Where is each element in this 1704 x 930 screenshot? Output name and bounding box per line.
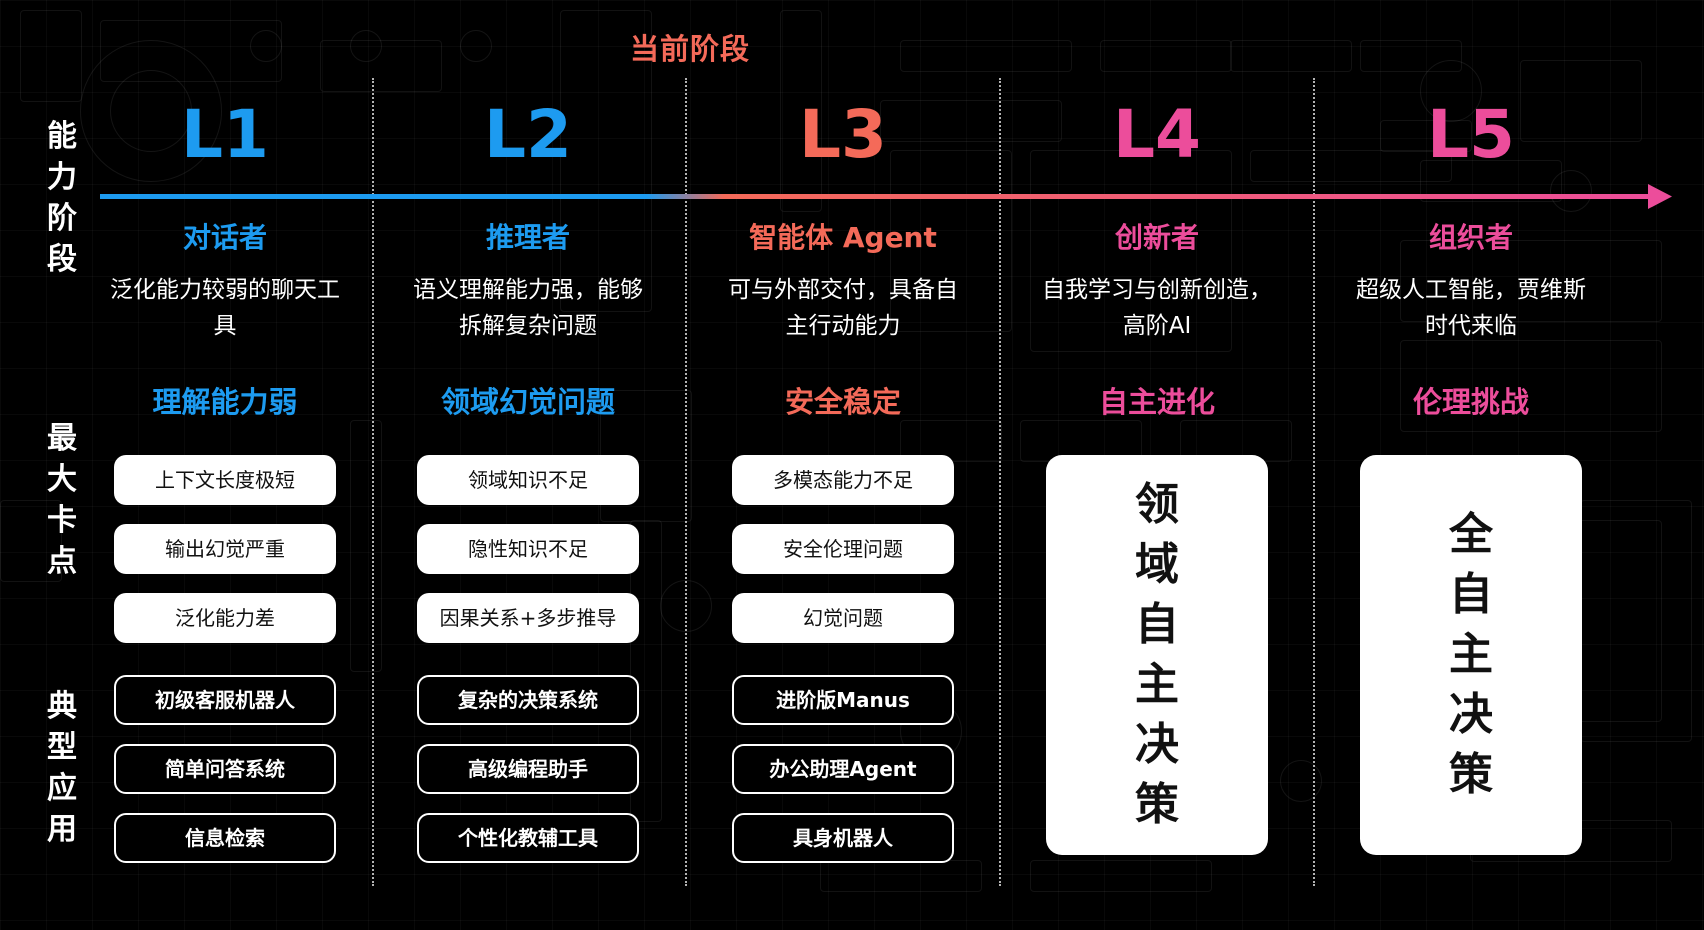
application-l3-1: 进阶版Manus [732, 675, 954, 725]
challenge-l1: 理解能力弱 [152, 385, 298, 419]
row-label-bottleneck: 最大卡点 [47, 421, 77, 579]
application-l3-2: 办公助理Agent [732, 744, 954, 794]
role-l3: 智能体 Agent [749, 221, 937, 254]
background-box [1030, 150, 1232, 352]
row-label-stage: 能力阶段 [47, 119, 77, 277]
background-box [630, 520, 662, 822]
background-box [1520, 60, 1642, 142]
role-l1: 对话者 [182, 221, 267, 254]
timeline-line [100, 194, 1660, 199]
application-l3-3: 具身机器人 [732, 813, 954, 863]
bottleneck-l1-3: 泛化能力差 [114, 593, 336, 643]
background-box [1100, 40, 1232, 72]
background-circle [1280, 760, 1322, 802]
role-l4: 创新者 [1114, 221, 1199, 254]
background-circle [80, 40, 222, 182]
bottleneck-l3-1: 多模态能力不足 [732, 455, 954, 505]
application-l1-3: 信息检索 [114, 813, 336, 863]
goal-card-l5: 全自主决策 [1360, 455, 1582, 855]
background-box [0, 500, 62, 582]
bottleneck-l1-2: 输出幻觉严重 [114, 524, 336, 574]
background-circle [1550, 170, 1592, 212]
background-box [1400, 340, 1662, 432]
bottleneck-l3-2: 安全伦理问题 [732, 524, 954, 574]
background-box [560, 10, 652, 312]
challenge-l2: 领域幻觉问题 [440, 385, 615, 419]
background-circle [350, 30, 382, 62]
background-box [1230, 40, 1352, 72]
divider-2 [685, 78, 687, 886]
level-l3: L3 [799, 96, 887, 173]
level-l5: L5 [1427, 96, 1515, 173]
application-l2-3: 个性化教辅工具 [417, 813, 639, 863]
bottleneck-l1-1: 上下文长度极短 [114, 455, 336, 505]
bottleneck-l2-3: 因果关系+多步推导 [417, 593, 639, 643]
level-l4: L4 [1113, 96, 1201, 173]
bottleneck-l3-3: 幻觉问题 [732, 593, 954, 643]
background-box [900, 40, 1072, 72]
background-box [20, 10, 82, 102]
description-l5: 超级人工智能，贾维斯时代来临 [1356, 277, 1586, 339]
row-label-applications: 典型应用 [47, 689, 77, 847]
bottleneck-l2-1: 领域知识不足 [417, 455, 639, 505]
background-box [780, 10, 822, 212]
role-l5: 组织者 [1428, 221, 1513, 254]
challenge-l4: 自主进化 [1098, 385, 1215, 419]
timeline-arrowhead [1648, 184, 1672, 209]
background-box [1400, 240, 1662, 322]
goal-card-l4: 领域自主决策 [1046, 455, 1268, 855]
background-circle [1420, 60, 1482, 122]
background-box [890, 150, 1012, 332]
background-box [1250, 150, 1452, 182]
goal-text-l4: 领域自主决策 [1135, 479, 1179, 830]
role-l2: 推理者 [485, 221, 570, 254]
divider-3 [999, 78, 1001, 886]
background-circle [250, 30, 282, 62]
current-stage-label: 当前阶段 [629, 32, 750, 66]
description-l4: 自我学习与创新创造，高阶AI [1042, 277, 1272, 339]
bottleneck-l2-2: 隐性知识不足 [417, 524, 639, 574]
application-l1-1: 初级客服机器人 [114, 675, 336, 725]
background-box [350, 420, 382, 672]
description-l3: 可与外部交付，具备自主行动能力 [728, 277, 958, 339]
background-box [1360, 40, 1462, 72]
application-l2-2: 高级编程助手 [417, 744, 639, 794]
background-circle [110, 70, 192, 152]
description-l2: 语义理解能力强，能够拆解复杂问题 [413, 277, 643, 339]
divider-4 [1313, 78, 1315, 886]
description-l1: 泛化能力较弱的聊天工具 [110, 277, 340, 339]
challenge-l3: 安全稳定 [784, 385, 901, 419]
background-circle [460, 30, 492, 62]
goal-text-l5: 全自主决策 [1449, 509, 1493, 800]
application-l2-1: 复杂的决策系统 [417, 675, 639, 725]
background-box [1380, 120, 1472, 152]
level-l2: L2 [484, 96, 572, 173]
challenge-l5: 伦理挑战 [1412, 385, 1529, 419]
background-box [1030, 860, 1212, 892]
application-l1-2: 简单问答系统 [114, 744, 336, 794]
level-l1: L1 [181, 96, 269, 173]
divider-1 [372, 78, 374, 886]
background-box [880, 100, 1062, 142]
